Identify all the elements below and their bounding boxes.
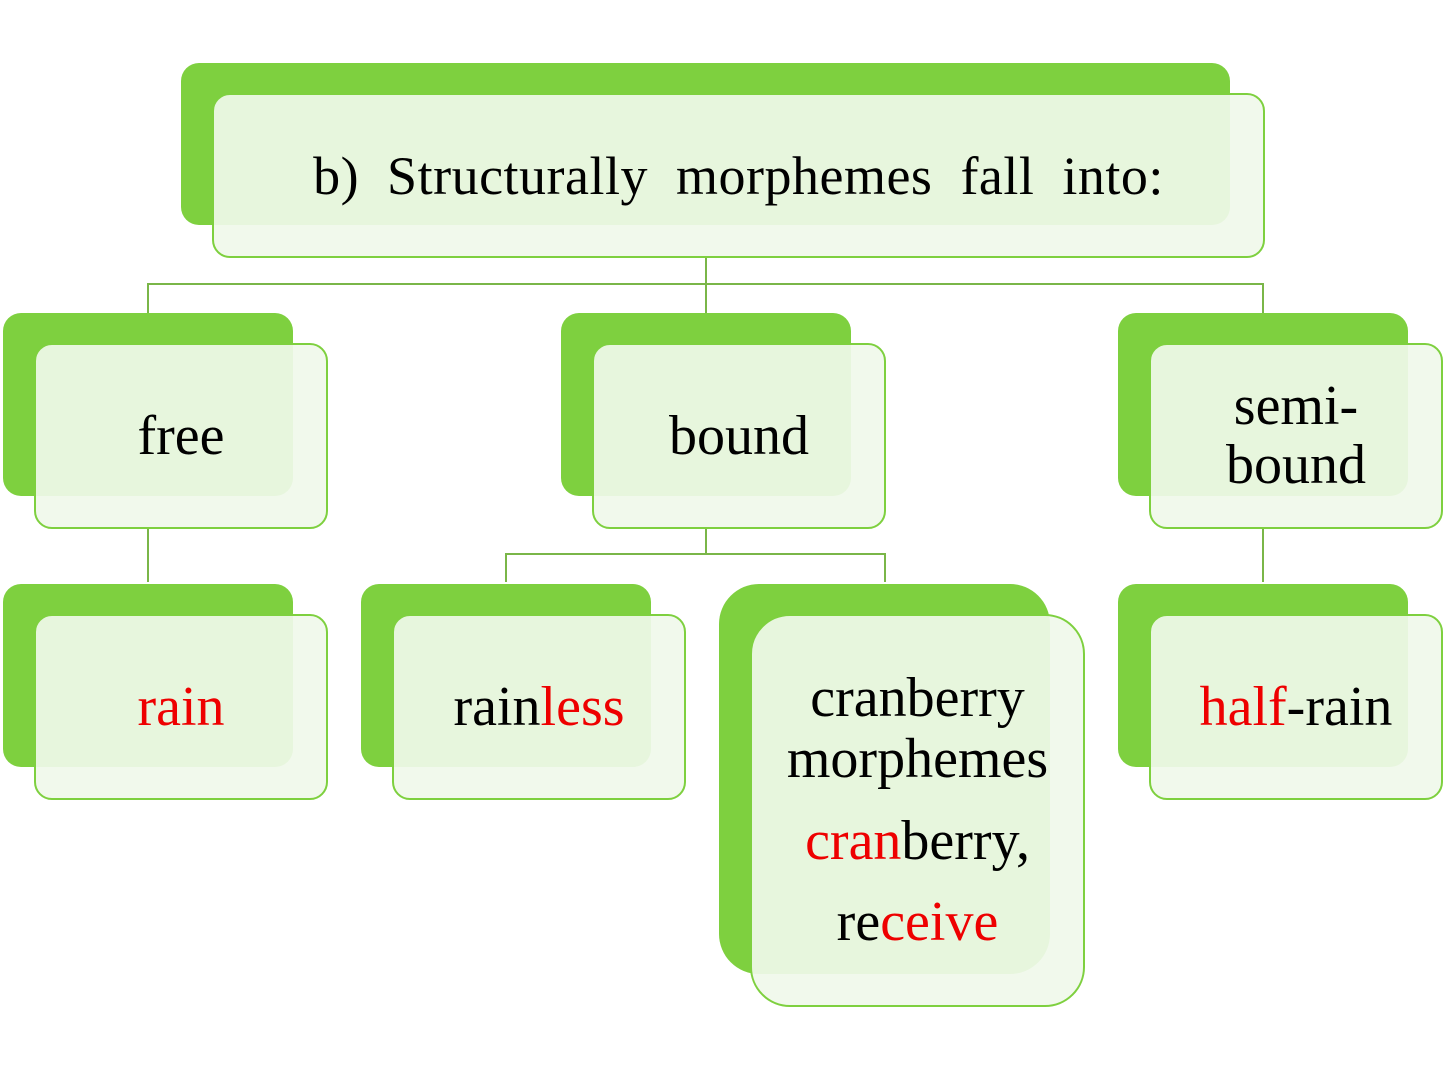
connector-to-free [147, 283, 149, 313]
connector-free-example [147, 528, 149, 582]
semibound-example-node: half-rain [1149, 614, 1443, 800]
cranberry-example-1-rest: berry, [901, 809, 1030, 872]
bound-example-b-node: cranberry morphemes cranberry, receive [750, 614, 1085, 1007]
bound-example-a-label: rainless [453, 675, 625, 738]
cranberry-example-2-affix: ceive [880, 890, 999, 953]
semibound-line1: semi- [1233, 375, 1359, 438]
semibound-node: semi- bound [1149, 343, 1443, 529]
connector-bound-left [505, 553, 507, 582]
connector-to-semibound [1262, 283, 1264, 313]
semibound-line2: bound [1226, 434, 1366, 496]
root-node: b) Structurally morphemes fall into: [212, 93, 1265, 258]
free-node-label: free [137, 404, 225, 467]
semibound-example-affix: half [1199, 675, 1287, 738]
connector-semibound-example [1262, 528, 1264, 582]
bound-example-a-affix: less [540, 675, 625, 738]
free-example-node: rain [34, 614, 328, 800]
cranberry-example-2: receive [787, 889, 1048, 956]
connector-root-stem [705, 258, 707, 284]
root-node-label: b) Structurally morphemes fall into: [313, 145, 1164, 206]
semibound-example-label: half-rain [1199, 675, 1393, 738]
cranberry-example-1-affix: cran [805, 809, 902, 872]
bound-example-a-node: rainless [392, 614, 686, 800]
connector-bound-stem [705, 528, 707, 554]
free-node: free [34, 343, 328, 529]
bound-example-a-stem: rain [453, 675, 541, 738]
cranberry-example-1: cranberry, [787, 808, 1048, 875]
cranberry-heading-line1: cranberry [810, 667, 1025, 730]
bound-node-label: bound [669, 404, 809, 467]
semibound-node-label: semi- bound [1226, 377, 1366, 495]
cranberry-example-2-rest: re [836, 890, 881, 953]
connector-bound-bus [505, 553, 886, 555]
bound-node: bound [592, 343, 886, 529]
cranberry-heading-line2: morphemes [786, 728, 1049, 791]
bound-example-b-label: cranberry morphemes cranberry, receive [787, 665, 1048, 956]
connector-to-bound [705, 283, 707, 313]
connector-bound-right [884, 553, 886, 582]
semibound-example-stem: -rain [1286, 675, 1393, 738]
free-example-stem: rain [137, 675, 225, 738]
